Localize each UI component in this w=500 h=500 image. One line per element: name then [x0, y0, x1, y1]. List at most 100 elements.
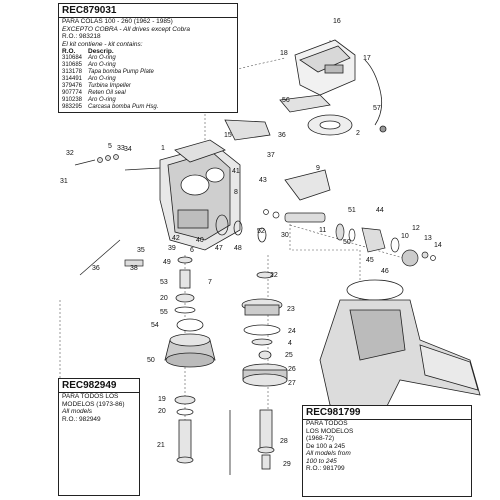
callout-46: 46	[381, 268, 389, 275]
kit-line: PARA TODOS	[306, 420, 348, 427]
kit-line: (1968-72)	[306, 435, 335, 442]
callout-55: 55	[160, 309, 168, 316]
kit-line: PARA TODOS LOS	[62, 393, 119, 400]
kit-box-rec982949: REC982949 PARA TODOS LOS MODELOS (1973-8…	[58, 378, 140, 496]
callout-36b: 36	[92, 265, 100, 272]
callout-20: 20	[160, 295, 168, 302]
kit-item-desc: Carcasa bomba Pum Hsg.	[88, 104, 159, 110]
kit-box-rec981799: REC981799 PARA TODOS LOS MODELOS (1968-7…	[302, 405, 472, 497]
callout-48: 48	[234, 245, 242, 252]
kit-item-ro: 314491	[62, 76, 83, 82]
callout-32: 32	[66, 150, 74, 157]
callout-4: 4	[288, 340, 292, 347]
callout-45: 45	[366, 257, 374, 264]
callout-7: 7	[208, 279, 212, 286]
kit-ro: R.O.: 982949	[62, 415, 101, 423]
kit-line: EXCEPTO COBRA - All drives except Cobra	[62, 25, 190, 33]
callout-13: 13	[424, 235, 432, 242]
upper-gearcase-housing	[159, 144, 241, 251]
kit-intro: El kit contiene - kit contains:	[62, 40, 143, 48]
callout-35: 35	[137, 247, 145, 254]
callout-16: 16	[333, 18, 341, 25]
callout-27: 27	[288, 380, 296, 387]
kit-code: REC982949	[59, 379, 139, 393]
kit-ro: R.O.: 981799	[306, 465, 345, 472]
callout-43: 43	[259, 177, 267, 184]
callout-25: 25	[285, 352, 293, 359]
callout-6: 6	[190, 247, 194, 254]
center-gear-stack	[229, 271, 288, 475]
kit-item-ro: 310684	[62, 55, 83, 61]
kit-item-ro: 907774	[62, 90, 83, 96]
kit-line: LOS MODELOS	[306, 427, 354, 435]
kit-item-desc: Aro O-ring	[88, 55, 116, 61]
part-callouts: 16 18 17 56 57 2 3 32 5 33 34 31 15 36 3…	[60, 18, 442, 468]
col-desc: Descrip.	[88, 48, 114, 55]
callout-22: 22	[270, 272, 278, 279]
callout-20b: 20	[158, 408, 166, 415]
callout-10: 10	[401, 233, 409, 240]
kit-box-rec879031: REC879031 PARA COLAS 100 - 260 (1962 - 1…	[58, 3, 238, 113]
kit-line: PARA COLAS 100 - 260 (1962 - 1985)	[62, 18, 173, 25]
callout-36a: 36	[278, 132, 286, 139]
callout-14: 14	[434, 242, 442, 249]
kit-item-desc: Aro O-ring	[88, 62, 116, 68]
kit-item-row: 907774 Reten Oil seal	[59, 90, 237, 97]
callout-31: 31	[60, 178, 68, 185]
kit-line: MODELOS (1973-86)	[62, 400, 125, 408]
callout-54: 54	[151, 322, 159, 329]
callout-53: 53	[160, 279, 168, 286]
kit-item-desc: Reten Oil seal	[88, 90, 126, 96]
callout-29: 29	[283, 461, 291, 468]
callout-5: 5	[108, 143, 112, 150]
callout-18: 18	[280, 50, 288, 57]
left-side-fasteners	[74, 154, 161, 276]
callout-49: 49	[163, 259, 171, 266]
callout-23: 23	[287, 306, 295, 313]
pump-plate-top	[307, 114, 353, 136]
lower-gearcase-housing	[319, 279, 481, 421]
col-ro: R.O.	[62, 48, 76, 55]
callout-50: 50	[343, 239, 351, 246]
callout-28: 28	[280, 438, 288, 445]
kit-code: REC879031	[59, 4, 237, 18]
callout-24: 24	[288, 328, 296, 335]
callout-39: 39	[168, 245, 176, 252]
callout-50b: 50	[147, 357, 155, 364]
kit-item-ro: 310685	[62, 62, 83, 68]
callout-34: 34	[124, 146, 132, 153]
callout-12: 12	[412, 225, 420, 232]
callout-40: 40	[196, 237, 204, 244]
callout-1: 1	[161, 145, 165, 152]
callout-51: 51	[348, 207, 356, 214]
callout-19: 19	[158, 396, 166, 403]
callout-17: 17	[363, 55, 371, 62]
callout-57: 57	[373, 105, 381, 112]
callout-52: 52	[257, 228, 265, 235]
kit-item-ro: 379476	[62, 83, 83, 89]
callout-42: 42	[172, 235, 180, 242]
callout-26: 26	[288, 366, 296, 373]
kit-table-header: R.O. Descrip.	[59, 48, 237, 55]
callout-30: 30	[281, 232, 289, 239]
callout-8: 8	[234, 189, 238, 196]
callout-21: 21	[157, 442, 165, 449]
callout-2: 2	[356, 130, 360, 137]
kit-code: REC981799	[303, 406, 471, 420]
kit-item-ro: 910238	[62, 97, 83, 103]
kit-line: 100 to 245	[306, 457, 337, 465]
callout-9: 9	[316, 165, 320, 172]
bracket-part	[284, 169, 331, 201]
kit-item-row: 310685 Aro O-ring	[59, 62, 237, 69]
callout-47: 47	[215, 245, 223, 252]
callout-11: 11	[319, 227, 326, 234]
callout-56: 56	[282, 97, 290, 104]
horizontal-shaft-assembly	[263, 209, 436, 267]
callout-37: 37	[267, 152, 275, 159]
callout-33: 33	[117, 145, 125, 152]
